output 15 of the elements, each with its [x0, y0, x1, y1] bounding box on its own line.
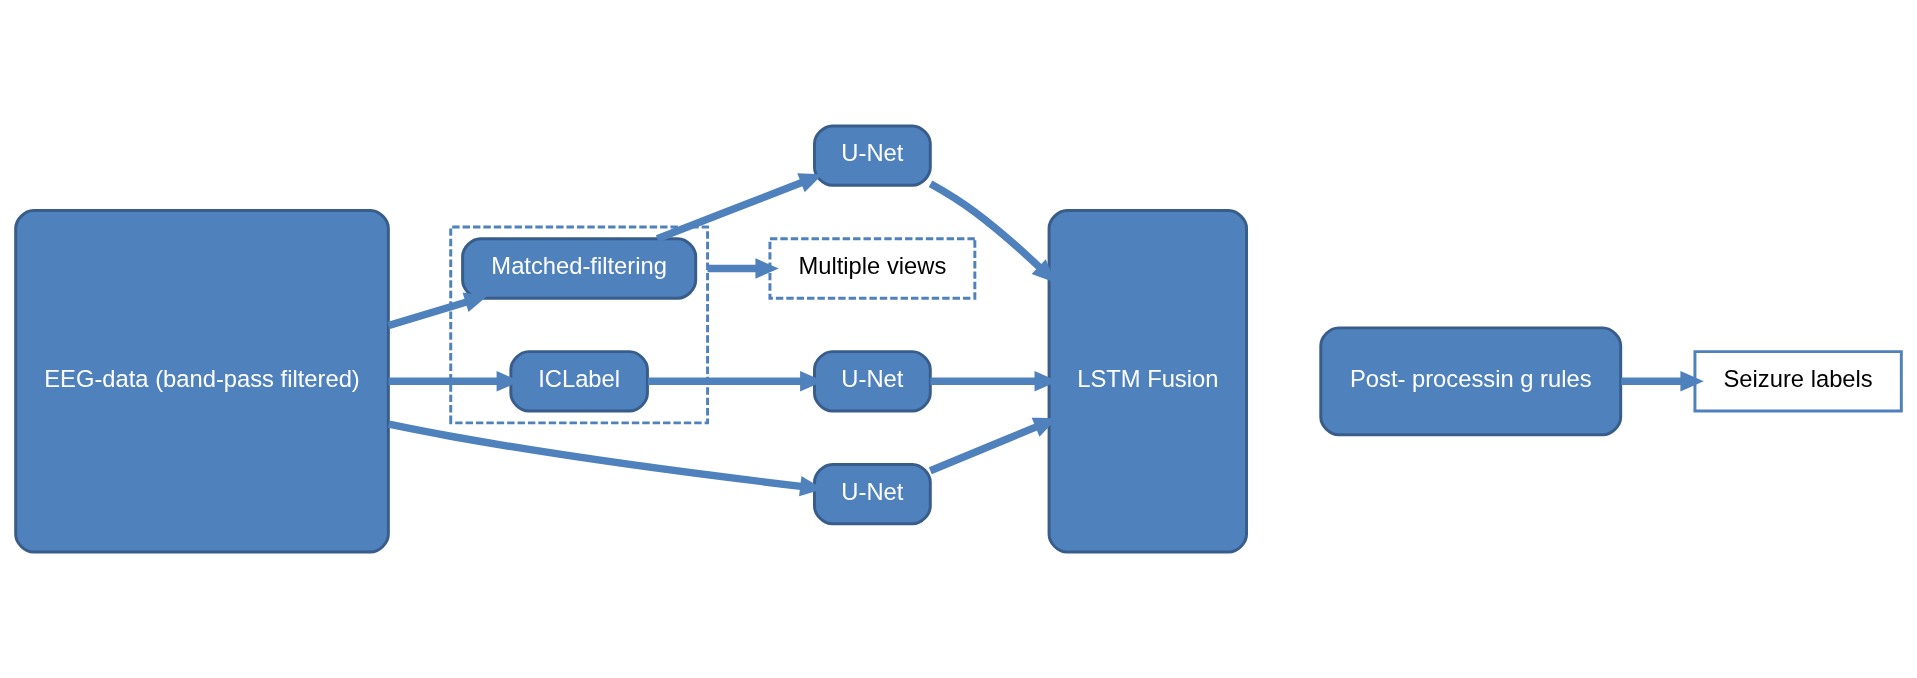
- node-box: U-Net: [813, 124, 932, 187]
- cluster: [449, 225, 710, 425]
- node-box: ICLabel: [509, 350, 649, 413]
- arrow: [1621, 371, 1704, 392]
- arrow: [707, 258, 779, 279]
- node-box: Matched-filtering: [461, 237, 698, 300]
- node-box: LSTM Fusion: [1047, 209, 1249, 554]
- node-box: Seizure labels: [1693, 350, 1903, 413]
- node-box: Post- processin g rules: [1319, 326, 1623, 437]
- node-box: Multiple views: [768, 237, 977, 300]
- arrow: [387, 292, 488, 330]
- node-box: EEG-data (band-pass filtered): [14, 209, 390, 554]
- arrow: [655, 173, 823, 243]
- node-box: U-Net: [813, 350, 932, 413]
- node-box: U-Net: [813, 462, 932, 526]
